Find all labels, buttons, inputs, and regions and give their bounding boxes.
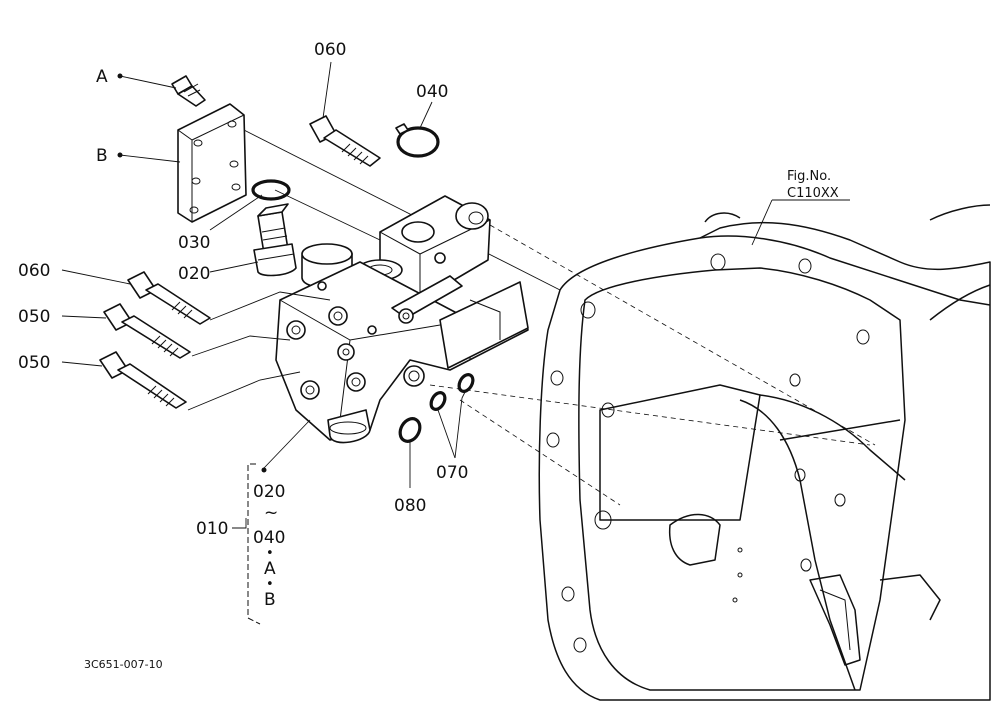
o-ring-070-b — [429, 391, 447, 411]
group-010-tilde: ~ — [264, 503, 278, 523]
bolt-050-b — [99, 351, 187, 409]
group-010-line3: A — [264, 559, 276, 579]
label-020: 020 — [178, 264, 210, 284]
label-010: 010 — [196, 519, 228, 539]
drawing-code: 3C651-007-10 — [84, 658, 163, 671]
group-010-line1: 020 — [253, 482, 285, 502]
label-ref-b: B — [96, 146, 108, 166]
group-010-line2: 040 — [253, 528, 285, 548]
flange-bolt-holes — [546, 253, 870, 653]
group-bracket-010 — [247, 463, 261, 625]
transmission-case — [538, 204, 991, 701]
bolt-050-a — [103, 303, 191, 359]
cover-plate-b — [177, 103, 247, 223]
alignment-lines — [239, 127, 876, 506]
group-010-dot1: • — [266, 546, 274, 561]
label-060-left: 060 — [18, 261, 50, 281]
group-010-line4: B — [264, 590, 276, 610]
bolt-a — [171, 75, 206, 107]
label-060-top: 060 — [314, 40, 346, 60]
o-ring-030 — [251, 179, 291, 201]
figure-number-label: Fig.No. — [787, 169, 831, 184]
o-ring-070-a — [457, 373, 475, 393]
label-070: 070 — [436, 463, 468, 483]
label-030: 030 — [178, 233, 210, 253]
bolt-060-top — [309, 115, 381, 167]
label-ref-a: A — [96, 67, 108, 87]
valve-block-010 — [275, 195, 529, 444]
o-ring-080 — [398, 417, 422, 443]
label-050-a: 050 — [18, 307, 50, 327]
part-labels: A B 060 040 030 020 060 050 050 070 080 … — [18, 40, 839, 671]
valve-plug-020 — [253, 203, 297, 277]
label-080: 080 — [394, 496, 426, 516]
group-010-dot2: • — [266, 577, 274, 592]
label-040: 040 — [416, 82, 448, 102]
leader-lines — [61, 61, 850, 529]
snap-ring-040 — [395, 123, 440, 158]
bolt-060-left — [127, 271, 211, 325]
label-050-b: 050 — [18, 353, 50, 373]
figure-code: C110XX — [787, 186, 839, 201]
